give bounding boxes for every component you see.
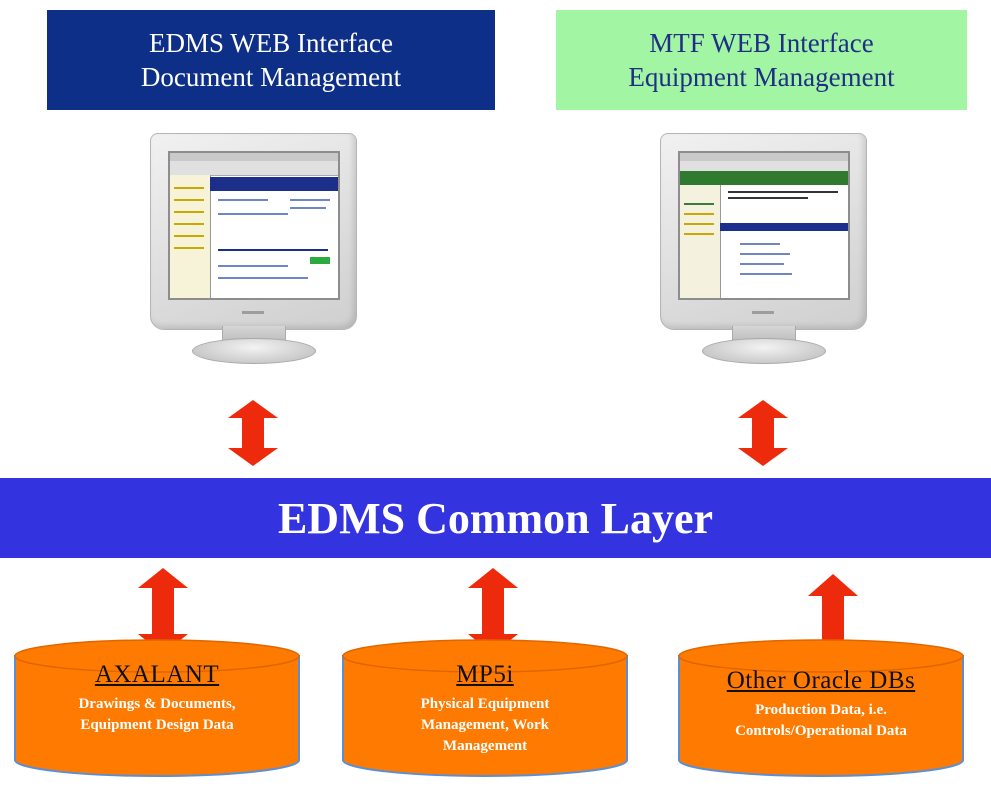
edms-common-layer: EDMS Common Layer	[0, 478, 991, 558]
db-desc-line2: Management, Work	[420, 717, 550, 733]
db-title: Other Oracle DBs	[726, 667, 916, 694]
mtf-header-line2: Equipment Management	[628, 62, 895, 92]
database-cylinder-icon	[14, 639, 300, 777]
edms-monitor-icon	[150, 133, 360, 368]
db-desc-line1: Production Data, i.e.	[755, 702, 887, 718]
database-mp5i: MP5i Physical Equipment Management, Work…	[340, 638, 630, 780]
db-desc-line1: Physical Equipment	[420, 696, 550, 712]
mtf-screen	[678, 151, 850, 300]
database-cylinder-icon	[342, 639, 628, 777]
edms-double-arrow-icon	[228, 400, 278, 466]
db-title: AXALANT	[94, 661, 220, 688]
database-cylinder-icon	[678, 639, 964, 777]
db-desc-line1: Drawings & Documents,	[78, 696, 236, 712]
edms-web-interface-header: EDMS WEB Interface Document Management	[47, 10, 495, 110]
mtf-header-line1: MTF WEB Interface	[649, 28, 874, 58]
db-desc-line3: Management	[442, 738, 528, 754]
db-title: MP5i	[456, 661, 514, 688]
oracle-up-arrow-icon	[808, 574, 858, 646]
mtf-monitor-icon	[660, 133, 870, 368]
edms-screen	[168, 151, 340, 300]
edms-header-line2: Document Management	[140, 62, 402, 92]
database-axalant: AXALANT Drawings & Documents, Equipment …	[12, 638, 302, 780]
db-desc-line2: Controls/Operational Data	[735, 723, 907, 739]
mp5i-double-arrow-icon	[468, 568, 518, 654]
database-other-oracle: Other Oracle DBs Production Data, i.e. C…	[676, 638, 966, 780]
axalant-double-arrow-icon	[138, 568, 188, 654]
edms-header-line1: EDMS WEB Interface	[149, 28, 393, 58]
common-layer-label: EDMS Common Layer	[277, 493, 714, 543]
mtf-web-interface-header: MTF WEB Interface Equipment Management	[556, 10, 967, 110]
db-desc-line2: Equipment Design Data	[80, 717, 234, 733]
mtf-double-arrow-icon	[738, 400, 788, 466]
